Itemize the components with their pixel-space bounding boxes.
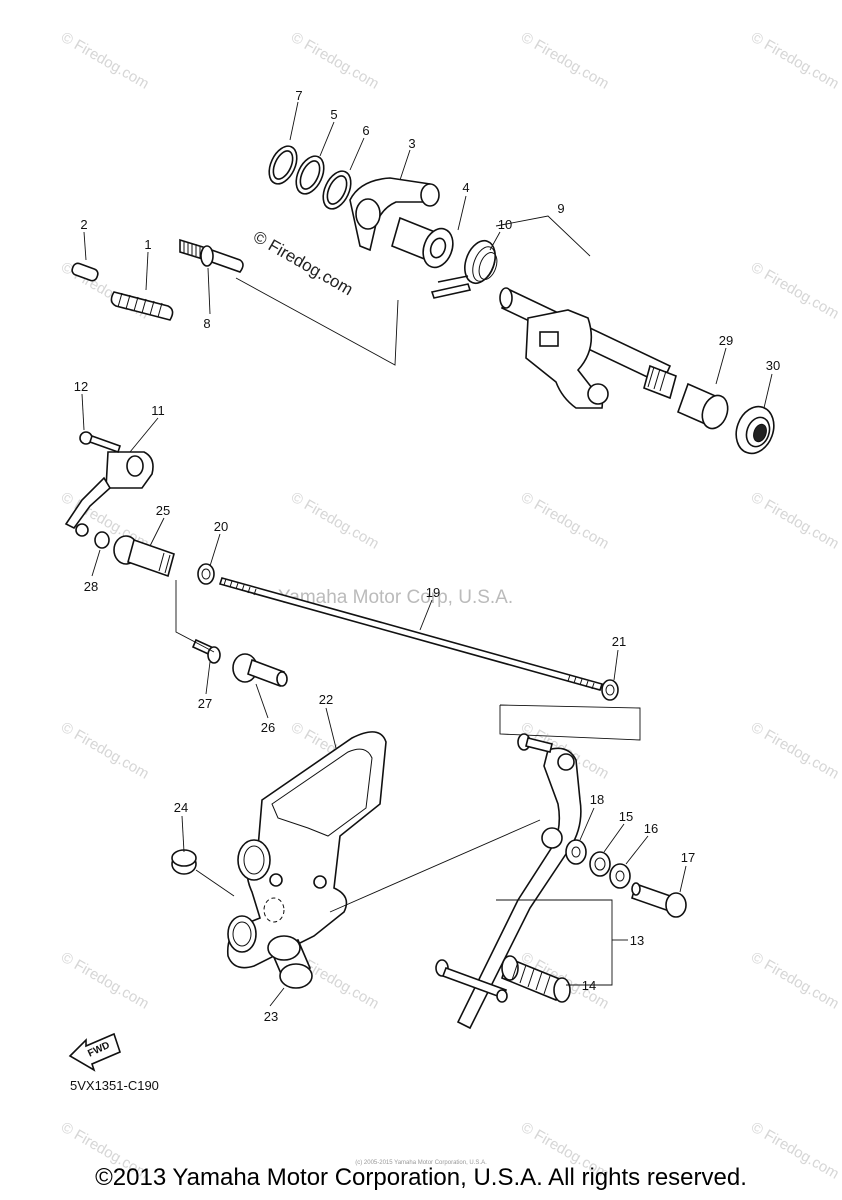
- label-24: 24: [174, 800, 188, 815]
- part-24-cap: [171, 849, 197, 875]
- label-20: 20: [214, 519, 228, 534]
- label-9: 9: [557, 201, 564, 216]
- label-16: 16: [644, 821, 658, 836]
- part-26-rod-end: [232, 653, 288, 688]
- part-28-washer: [94, 531, 110, 549]
- label-7: 7: [295, 88, 302, 103]
- part-7-ring: [268, 145, 298, 185]
- label-6: 6: [362, 123, 369, 138]
- watermark: © Firedog.com: [518, 29, 612, 93]
- connector-8-9: [235, 277, 399, 366]
- small-copyright: (c) 2005-2015 Yamaha Motor Corporation, …: [355, 1160, 487, 1166]
- label-25: 25: [156, 503, 170, 518]
- part-22-bracket: [226, 731, 387, 969]
- watermark: © Firedog.com: [58, 29, 152, 93]
- label-18: 18: [590, 792, 604, 807]
- leader-24: [195, 869, 235, 897]
- part-2-pin: [71, 262, 99, 282]
- label-17: 17: [681, 850, 695, 865]
- watermark: © Firedog.com: [288, 29, 382, 93]
- assembly-line-25-27: [175, 580, 215, 653]
- label-27: 27: [198, 696, 212, 711]
- label-19: 19: [426, 585, 440, 600]
- part-20-nut: [197, 563, 215, 585]
- part-16-washer: [609, 863, 631, 889]
- watermark: © Firedog.com: [748, 719, 842, 783]
- part-6-ring: [322, 170, 352, 210]
- watermark: © Firedog.com: [748, 489, 842, 553]
- part-9-shift-shaft: [499, 287, 677, 409]
- label-14: 14: [582, 978, 596, 993]
- part-5-ring: [295, 155, 325, 195]
- label-21: 21: [612, 634, 626, 649]
- part-25-rod-end: [113, 535, 175, 578]
- overlay-watermark: Yamaha Motor Corp, U.S.A.: [278, 587, 513, 608]
- part-29-bushing: [676, 382, 729, 430]
- part-3-lever: [349, 177, 440, 252]
- label-3: 3: [408, 136, 415, 151]
- label-15: 15: [619, 809, 633, 824]
- label-12: 12: [74, 379, 88, 394]
- label-23: 23: [264, 1009, 278, 1024]
- part-21-nut: [601, 679, 619, 701]
- part-4-collar: [391, 216, 454, 269]
- label-8: 8: [203, 316, 210, 331]
- watermark: © Firedog.com: [748, 949, 842, 1013]
- watermark: © Firedog.com: [518, 489, 612, 553]
- watermark: © Firedog.com: [58, 719, 152, 783]
- label-30: 30: [766, 358, 780, 373]
- part-labels: 7 5 6 3 4 10 9 2 1 8 29 30 12 11 25 20 2…: [74, 88, 780, 1024]
- label-2: 2: [80, 217, 87, 232]
- label-13: 13: [630, 933, 644, 948]
- part-12-bolt: [79, 431, 122, 454]
- part-18-washer: [565, 839, 587, 865]
- label-28: 28: [84, 579, 98, 594]
- label-22: 22: [319, 692, 333, 707]
- part-8-shaft: [179, 238, 244, 273]
- part-23-bushing: [267, 935, 313, 989]
- label-1: 1: [144, 237, 151, 252]
- bracket-9: [495, 215, 591, 257]
- fwd-arrow-icon: FWD: [68, 1032, 121, 1072]
- copyright-footer: ©2013 Yamaha Motor Corporation, U.S.A. A…: [95, 1164, 747, 1191]
- label-4: 4: [462, 180, 469, 195]
- label-11: 11: [151, 403, 165, 418]
- bracket-21: [499, 704, 641, 741]
- leader-lines: [81, 101, 773, 1007]
- bracket-13: [496, 899, 613, 986]
- watermark: © Firedog.com: [748, 259, 842, 323]
- part-15-washer: [589, 851, 611, 877]
- label-10: 10: [498, 217, 512, 232]
- watermark: © Firedog.com: [58, 949, 152, 1013]
- part-10-spring: [430, 239, 498, 299]
- part-1-spring: [110, 291, 174, 321]
- connector-22-13: [329, 819, 541, 913]
- label-26: 26: [261, 720, 275, 735]
- part-14-rubber: [501, 955, 571, 1003]
- label-5: 5: [330, 107, 337, 122]
- part-19-rod: [218, 577, 604, 691]
- label-29: 29: [719, 333, 733, 348]
- part-17-bolt: [631, 882, 687, 918]
- part-30-seal: [735, 405, 775, 455]
- diagram-code: 5VX1351-C190: [70, 1078, 159, 1093]
- watermark: © Firedog.com: [288, 489, 382, 553]
- pedal-bolt: [517, 733, 553, 753]
- center-watermark: © Firedog.com: [250, 227, 356, 299]
- part-13-shift-pedal: [435, 747, 582, 1030]
- watermark: © Firedog.com: [748, 29, 842, 93]
- part-11-arm: [64, 451, 154, 537]
